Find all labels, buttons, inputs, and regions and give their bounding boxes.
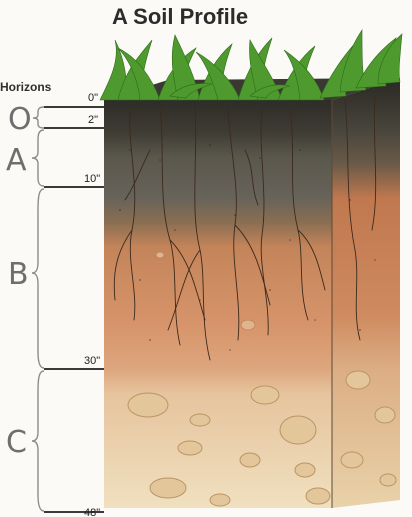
bracket-o bbox=[33, 107, 44, 128]
depth-label-48: 48" bbox=[84, 507, 100, 517]
bracket-c bbox=[32, 371, 44, 511]
grass bbox=[100, 30, 402, 100]
horizons-header: Horizons bbox=[0, 80, 52, 94]
pebble bbox=[241, 320, 255, 330]
depth-label-0: 0" bbox=[88, 92, 98, 104]
depth-label-2: 2" bbox=[88, 114, 98, 126]
horizon-letter-c: C bbox=[6, 425, 27, 460]
pebble bbox=[156, 252, 164, 258]
depth-label-10: 10" bbox=[84, 173, 100, 185]
bracket-b bbox=[32, 189, 44, 368]
horizon-letter-o: O bbox=[8, 102, 32, 137]
depth-label-30: 30" bbox=[84, 355, 100, 367]
bracket-a bbox=[32, 130, 44, 186]
horizon-letter-a: A bbox=[6, 143, 27, 178]
soil-block-side bbox=[332, 78, 400, 508]
diagram-title: A Soil Profile bbox=[112, 4, 248, 29]
horizon-letter-b: B bbox=[8, 257, 29, 292]
soil-block-front bbox=[104, 100, 332, 508]
